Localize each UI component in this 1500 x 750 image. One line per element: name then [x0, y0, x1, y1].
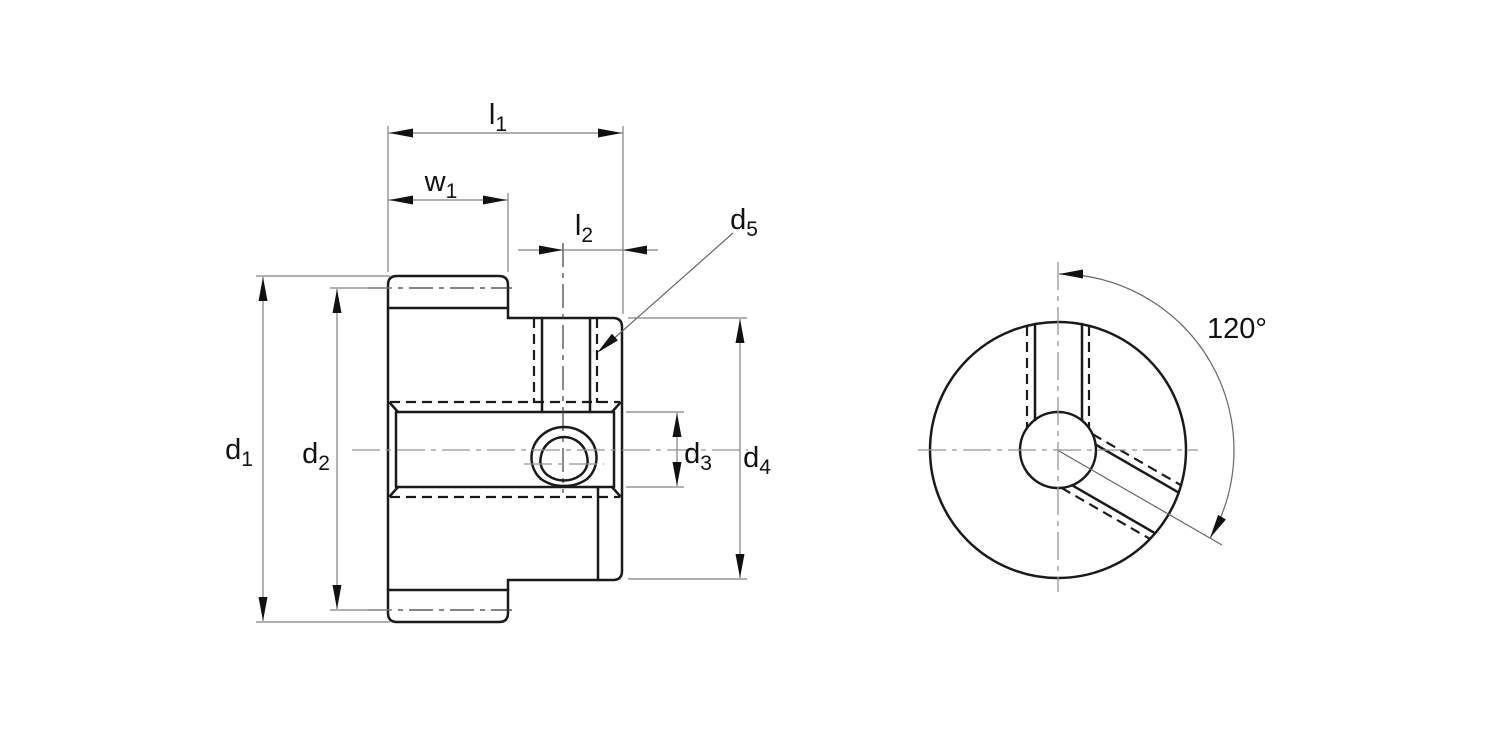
front-view: 120°: [918, 262, 1267, 592]
dim-label-d2: d2: [302, 438, 330, 475]
arrowhead: [258, 597, 268, 621]
arrowhead: [389, 128, 413, 138]
bore-chamfer-tr: [610, 401, 622, 414]
dim-label-d3: d3: [684, 438, 712, 475]
side-view: [352, 243, 748, 624]
leader-d5: d5: [597, 204, 758, 353]
arrowhead: [672, 462, 682, 486]
dim-label-l1: l1: [489, 99, 507, 136]
thread-hidden-lower: [1061, 486, 1151, 540]
bore-chamfer-tl: [388, 401, 400, 414]
leader-line: [600, 232, 734, 351]
hole-wall-upper: [1094, 443, 1180, 494]
oblique-hole-outer: [530, 425, 598, 488]
front-hole-120deg: [1061, 433, 1182, 540]
dimension-w1: w1: [388, 166, 509, 272]
dimension-d2: d2: [302, 287, 392, 611]
dim-label-l2: l2: [575, 210, 593, 247]
arrowhead: [483, 195, 507, 205]
arrowhead: [332, 289, 342, 313]
dim-label-d4: d4: [743, 442, 771, 479]
arrowhead: [623, 245, 647, 255]
setscrew-hole-top: [532, 243, 599, 493]
dimension-d3: d3: [626, 411, 712, 488]
front-hole-vertical: [1025, 322, 1091, 428]
dimension-d4: d4: [628, 317, 771, 580]
arrowhead: [735, 319, 745, 343]
arrowhead: [389, 195, 413, 205]
arrowhead: [1210, 514, 1226, 538]
arrowhead: [258, 277, 268, 301]
dim-label-d5: d5: [730, 204, 758, 241]
dim-label-w1: w1: [424, 166, 458, 203]
arrowhead: [597, 333, 618, 353]
thread-hidden-upper: [1092, 433, 1182, 487]
dimension-angle-120: 120°: [1058, 269, 1267, 546]
arrowhead: [672, 413, 682, 437]
hole-wall-lower: [1070, 484, 1157, 535]
dimensions-side-view: l1 w1 l2 d5 d1: [225, 99, 771, 623]
dim-label-d1: d1: [225, 434, 253, 471]
dimension-l2: l2: [518, 210, 658, 255]
dimension-d1: d1: [225, 275, 390, 623]
arrowhead: [598, 128, 622, 138]
bore-chamfer-br: [610, 485, 622, 498]
bore-chamfer-bl: [388, 485, 400, 498]
arrowhead: [1059, 269, 1083, 279]
arrowhead: [735, 554, 745, 578]
angle-radial-line: [1058, 450, 1223, 546]
angle-arc: [1058, 273, 1235, 539]
arrowhead: [539, 245, 563, 255]
angle-label: 120°: [1207, 313, 1267, 345]
part-silhouette: [386, 274, 624, 624]
arrowhead: [332, 585, 342, 609]
dimension-l1: l1: [387, 99, 624, 314]
oblique-hole-inner: [539, 435, 589, 482]
setscrew-hole-oblique: [524, 425, 604, 582]
